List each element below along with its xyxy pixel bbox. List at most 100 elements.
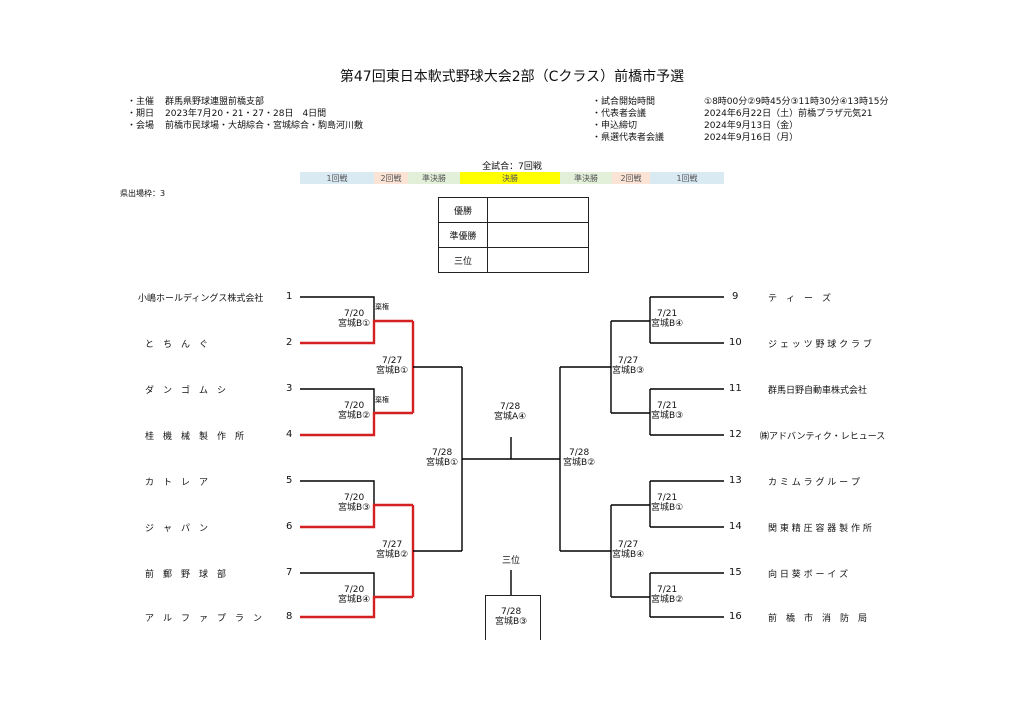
match-label-r1d: 7/21 宮城B② [651,585,683,605]
team-name-left: ア ル フ ァ プ ラ ン [145,614,263,624]
team-name-left: 桂 機 械 製 作 所 [145,432,245,442]
match-venue: 宮城A④ [494,412,527,422]
bracket-path [300,480,375,505]
team-name-left: と ち ん ぐ [145,340,209,350]
info-key: ・期日 [127,109,155,119]
match-date: 7/21 [657,401,678,411]
info-value: 前橋市民球場・大胡綜合・宮城綜合・駒島河川敷 [165,121,364,131]
match-label-l1a: 7/20 宮城B① [338,309,370,329]
info-key: ・代表者会議 [592,109,647,119]
info-value: 2024年6月22日（土）前橋プラザ元気21 [704,109,873,119]
winner-path [300,503,413,529]
team-name-right: 群馬日野自動車株式会社 [768,386,868,396]
match-label-r2a: 7/27 宮城B③ [612,356,644,376]
third-place-title: 三位 [502,556,521,566]
third-place-box [485,595,541,640]
team-number: 15 [729,567,742,578]
match-date: 7/20 [344,493,365,503]
team-name-right: テ ィ ー ズ [768,294,832,304]
round-cell: 2回戦 [612,172,650,184]
team-name-right: 向 日 葵 ボ ー イ ズ [768,570,849,580]
team-number: 3 [286,383,293,394]
match-venue: 宮城B② [338,411,371,421]
match-venue: 宮城B④ [338,595,371,605]
match-date: 7/21 [657,309,678,319]
team-number: 2 [286,337,293,348]
result-label: 三位 [438,247,488,273]
match-label-r2b: 7/27 宮城B④ [612,540,644,560]
match-date: 7/28 [500,402,521,412]
match-date: 7/27 [382,540,403,550]
match-date: 7/20 [344,401,365,411]
match-venue: 宮城B② [651,595,684,605]
match-venue: 宮城B③ [495,617,528,627]
round-cell: 準決勝 [560,172,612,184]
page-title: 第47回東日本軟式野球大会2部（Cクラス）前橋市予選 [339,69,685,85]
info-value: ①8時00分②9時45分③11時30分④13時15分 [704,97,889,107]
info-key: ・主催 [127,97,155,107]
result-table: 優勝 準優勝 三位 [438,197,589,273]
match-date: 7/20 [344,585,365,595]
match-label-l2a: 7/27 宮城B① [376,356,408,376]
round-cell: 決勝 [460,172,560,184]
match-label-l1d: 7/20 宮城B④ [338,585,370,605]
team-number: 7 [286,567,293,578]
bracket-path [300,572,375,597]
team-name-left: 小嶋ホールディングス株式会社 [138,294,264,304]
match-venue: 宮城B② [563,458,596,468]
match-venue: 宮城B④ [651,319,684,329]
match-label-r1a: 7/21 宮城B④ [651,309,683,329]
match-label-third: 7/28 宮城B③ [495,607,527,627]
match-label-r3: 7/28 宮城B② [563,448,595,468]
round-cell: 2回戦 [374,172,408,184]
winner-path [300,319,413,345]
team-name-left: ダ ン ゴ ム シ [145,386,227,396]
match-venue: 宮城B④ [612,550,645,560]
match-date: 7/28 [432,448,453,458]
winner-path [300,411,413,437]
info-value: 2023年7月20・21・27・28日 4日間 [165,109,327,119]
match-label-l1c: 7/20 宮城B③ [338,493,370,513]
team-number: 14 [729,521,742,532]
forfeit-note: 棄権 [375,303,389,311]
result-row: 三位 [438,247,589,273]
match-label-final: 7/28 宮城A④ [494,402,526,422]
info-key: ・会場 [127,121,155,131]
bracket-path [300,296,375,321]
team-number: 16 [729,611,742,622]
round-cell: 1回戦 [300,172,374,184]
match-date: 7/27 [618,540,639,550]
match-venue: 宮城B③ [338,503,371,513]
team-number: 13 [729,475,742,486]
team-name-right: カ ミ ム ラ グ ル ー プ [768,478,861,488]
bracket-path [300,388,375,413]
match-venue: 宮城B① [338,319,371,329]
result-row: 準優勝 [438,222,589,248]
team-number: 12 [729,429,742,440]
match-date: 7/27 [618,356,639,366]
team-number: 6 [286,521,293,532]
match-label-l1b: 7/20 宮城B② [338,401,370,421]
match-date: 7/27 [382,356,403,366]
team-number: 4 [286,429,293,440]
info-key: ・県選代表者会議 [592,133,665,143]
match-date: 7/20 [344,309,365,319]
info-left: ・主催群馬県野球連盟前橋支部 ・期日 2023年7月20・21・27・28日 4日… [127,96,363,132]
team-number: 8 [286,611,293,622]
info-value: 群馬県野球連盟前橋支部 [165,97,265,107]
team-name-left: ジ ャ パ ン [145,524,209,534]
match-date: 7/21 [657,585,678,595]
team-name-right: ㈱アドバンティク・レヒュース [760,432,886,442]
winner-path [300,595,413,619]
match-venue: 宮城B③ [612,366,645,376]
prefecture-slots: 県出場枠：3 [120,189,166,198]
match-venue: 宮城B① [376,366,409,376]
match-venue: 宮城B③ [651,411,684,421]
match-summary: 全試合：7回戦 [482,162,542,172]
team-number: 5 [286,475,293,486]
result-value [487,222,589,248]
team-number: 1 [286,291,293,302]
team-number: 10 [729,337,742,348]
